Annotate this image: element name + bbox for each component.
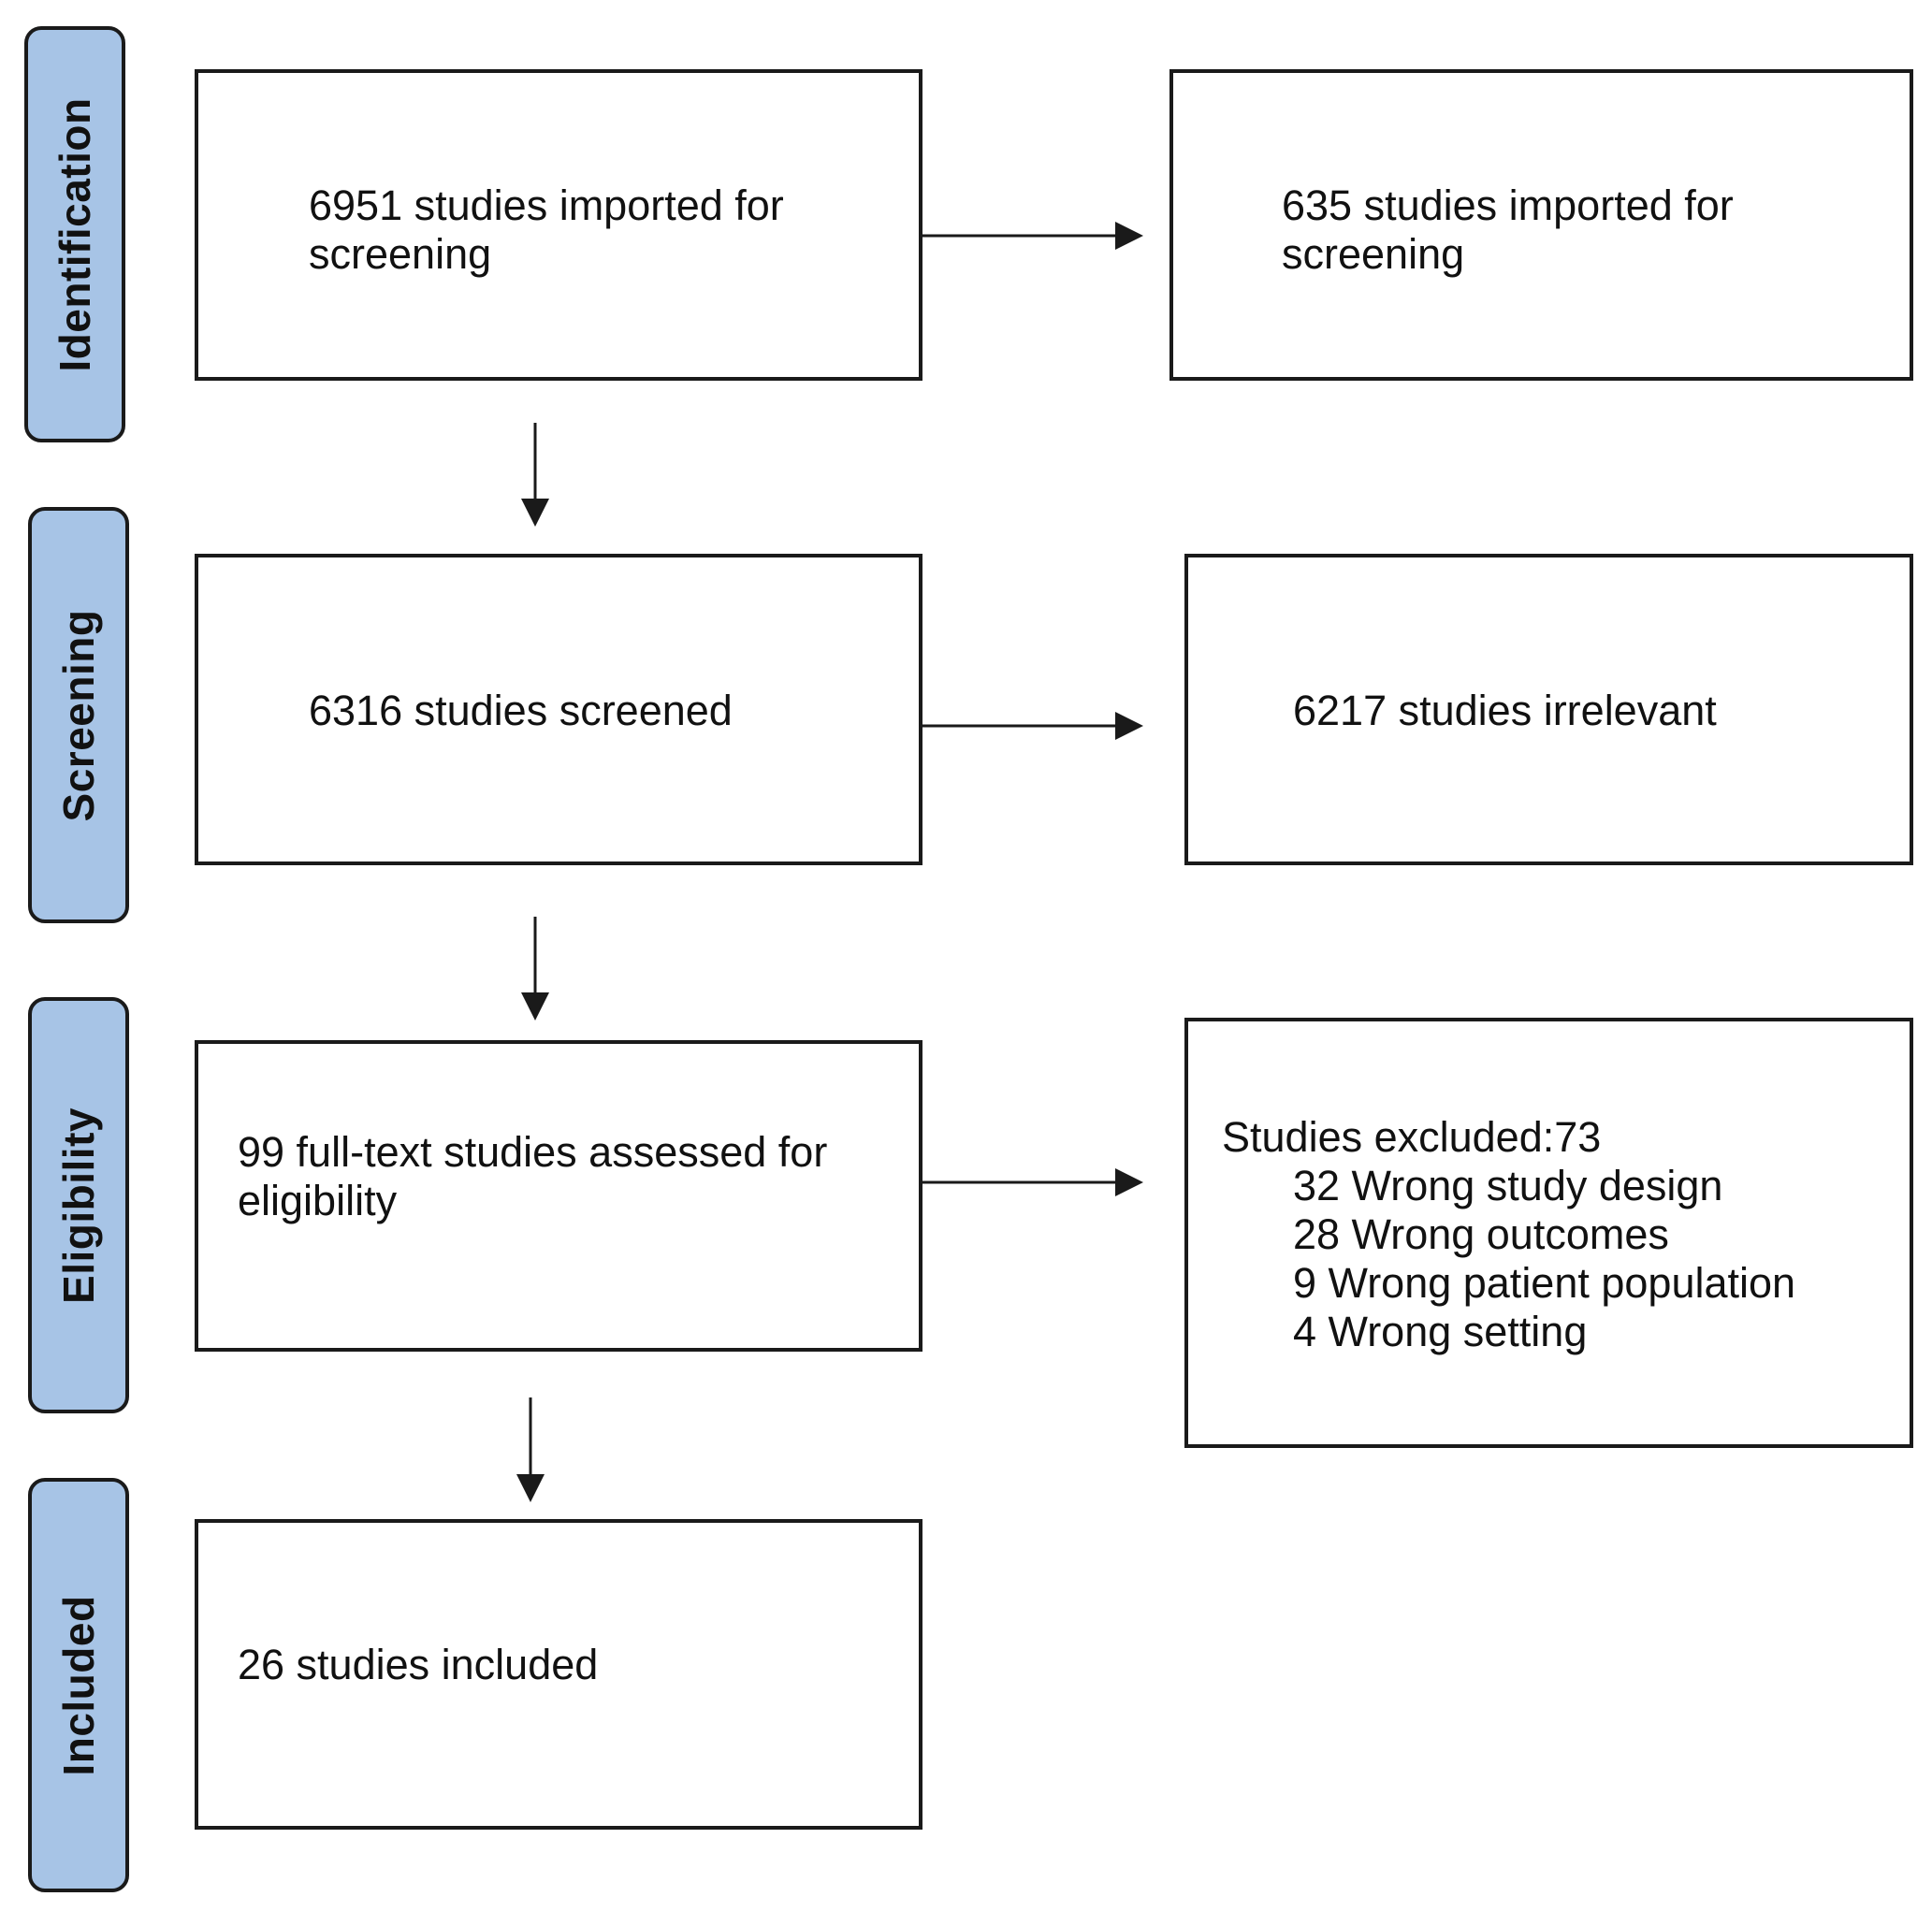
excluded-item: 4 Wrong setting bbox=[1293, 1308, 1588, 1355]
box-imported-side: 635 studies imported for screening bbox=[1169, 69, 1913, 381]
arrow-right-2 bbox=[922, 712, 1143, 740]
phase-included: Included bbox=[28, 1478, 129, 1892]
box-excluded: Studies excluded:73 32 Wrong study desig… bbox=[1184, 1018, 1913, 1448]
box-irrelevant-text: 6217 studies irrelevant bbox=[1293, 687, 1717, 734]
excluded-item: 32 Wrong study design bbox=[1293, 1162, 1723, 1209]
box-imported-main: 6951 studies imported for screening bbox=[195, 69, 922, 381]
excluded-item: 9 Wrong patient population bbox=[1293, 1259, 1796, 1307]
excluded-heading: Studies excluded:73 bbox=[1222, 1113, 1602, 1161]
box-screened: 6316 studies screened bbox=[195, 554, 922, 865]
box-imported-main-text: 6951 studies imported for screening bbox=[309, 181, 784, 278]
phase-eligibility: Eligibility bbox=[28, 997, 129, 1413]
phase-identification: Identification bbox=[24, 26, 125, 442]
box-screened-text: 6316 studies screened bbox=[309, 687, 733, 734]
phase-screening: Screening bbox=[28, 507, 129, 923]
box-fulltext: 99 full-text studies assessed for eligib… bbox=[195, 1040, 922, 1352]
arrow-right-3 bbox=[922, 1168, 1143, 1196]
box-fulltext-text: 99 full-text studies assessed for eligib… bbox=[238, 1128, 828, 1224]
box-included: 26 studies included bbox=[195, 1519, 922, 1830]
arrow-right-1 bbox=[922, 222, 1143, 250]
arrow-down-2 bbox=[521, 917, 549, 1021]
arrow-down-1 bbox=[521, 423, 549, 527]
arrow-down-3 bbox=[516, 1397, 545, 1502]
excluded-item: 28 Wrong outcomes bbox=[1293, 1210, 1669, 1258]
excluded-list: Studies excluded:73 32 Wrong study desig… bbox=[1222, 1113, 1896, 1356]
box-included-text: 26 studies included bbox=[238, 1641, 599, 1688]
box-imported-side-text: 635 studies imported for screening bbox=[1282, 181, 1734, 278]
box-irrelevant: 6217 studies irrelevant bbox=[1184, 554, 1913, 865]
